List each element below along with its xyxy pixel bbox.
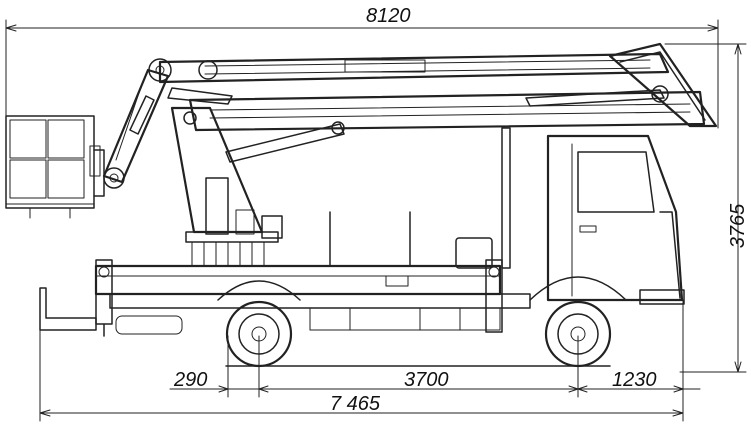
front-wheel: [544, 300, 612, 368]
turret-column: [170, 106, 283, 267]
dim-chassis-length: 7 465: [330, 393, 381, 415]
dimension-lines: [5, 19, 747, 422]
work-basket: [5, 115, 105, 219]
dim-wheelbase: 3700: [404, 369, 449, 391]
rear-wheel: [217, 280, 301, 368]
truck-body: [39, 127, 531, 337]
boom-assembly: [102, 42, 718, 189]
truck-cab: [529, 134, 685, 305]
dim-front-overhang: 1230: [612, 369, 657, 391]
dim-overall-length: 8120: [366, 5, 411, 27]
dim-overall-height: 3765: [727, 203, 749, 248]
dim-rear-offset: 290: [173, 369, 207, 391]
